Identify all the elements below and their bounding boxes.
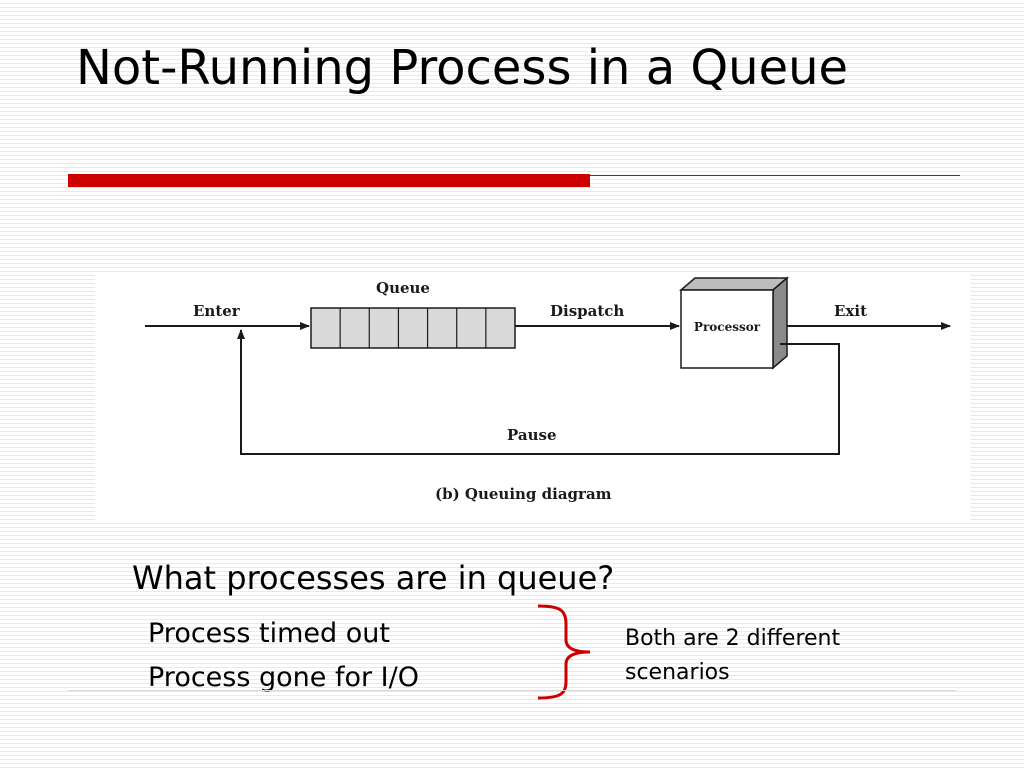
queuing-diagram: Enter Queue Dispatch Processor Exit Paus…	[95, 272, 970, 522]
processor-label: Processor	[694, 320, 761, 334]
diagram-caption: (b) Queuing diagram	[435, 485, 612, 503]
pause-label: Pause	[507, 426, 557, 444]
pause-loop-arrow	[237, 329, 840, 455]
answer-item: Process gone for I/O	[148, 662, 419, 693]
footer-rule	[68, 690, 956, 691]
processor-box	[678, 276, 790, 370]
answer-item: Process timed out	[148, 618, 390, 649]
answer-list: Process timed out Process gone for I/O	[148, 612, 419, 700]
slide-title: Not-Running Process in a Queue	[76, 40, 849, 96]
queuing-diagram-svg: Enter Queue Dispatch Processor Exit Paus…	[145, 276, 951, 503]
dispatch-label: Dispatch	[550, 302, 624, 320]
queue-box	[310, 307, 516, 349]
curly-brace	[537, 604, 591, 700]
title-underline-bar	[68, 174, 590, 187]
title-underline-rule	[590, 175, 960, 176]
question-text: What processes are in queue?	[132, 559, 615, 597]
enter-label: Enter	[193, 302, 241, 320]
brace-note: Both are 2 different scenarios	[625, 626, 841, 685]
queue-label: Queue	[376, 279, 430, 297]
exit-label: Exit	[834, 302, 867, 320]
